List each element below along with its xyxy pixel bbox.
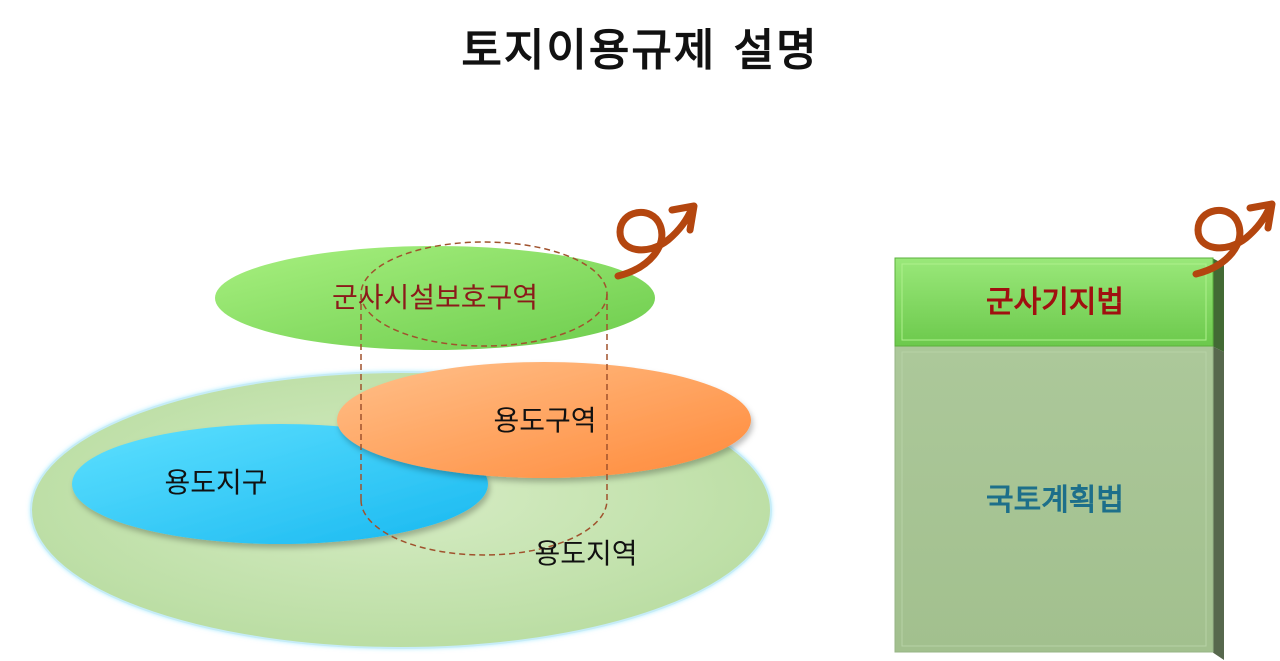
use-area-label: 용도지역 [534, 537, 637, 570]
military-zone-ellipse [215, 246, 655, 350]
military-base-act-block [894, 257, 1224, 352]
national-land-act-block [894, 345, 1224, 660]
curly-arrow-icon [1192, 200, 1276, 278]
use-district-label: 용도지구 [164, 466, 267, 499]
military-base-act-label: 군사기지법 [986, 285, 1124, 320]
military-zone-label: 군사시설보호구역 [332, 281, 538, 314]
use-zone-ellipse [337, 362, 751, 478]
page-title: 토지이용규제 설명 [461, 25, 819, 76]
dashed-cylinder-outline [360, 241, 608, 556]
national-land-act-label: 국토계획법 [986, 483, 1124, 518]
use-zone-label: 용도구역 [493, 404, 596, 437]
curly-arrow-icon [614, 202, 698, 280]
